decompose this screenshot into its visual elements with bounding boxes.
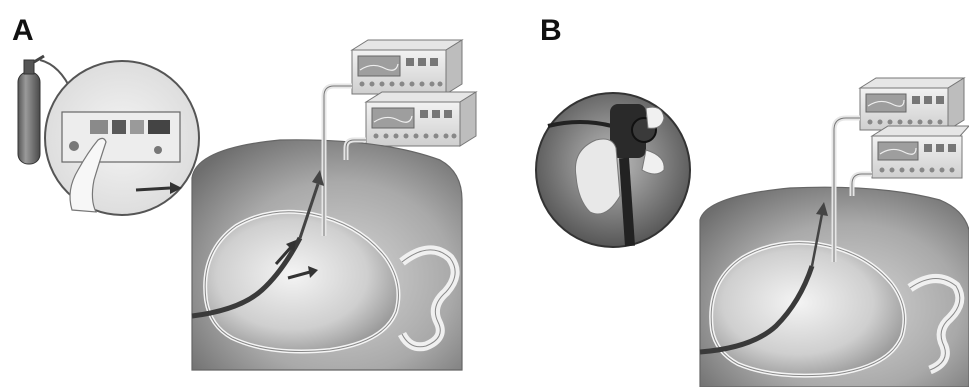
endoscopy-processor-bottom [366,92,476,146]
endoscopy-processor-top-b [860,78,964,130]
endoscope-hand-magnifier [536,93,690,247]
panel-a [18,40,476,370]
endoscopy-processor-bottom-b [872,126,969,178]
endoscopy-processor-top [352,40,462,94]
panel-b [536,78,969,387]
insufflator-magnifier [45,61,199,215]
